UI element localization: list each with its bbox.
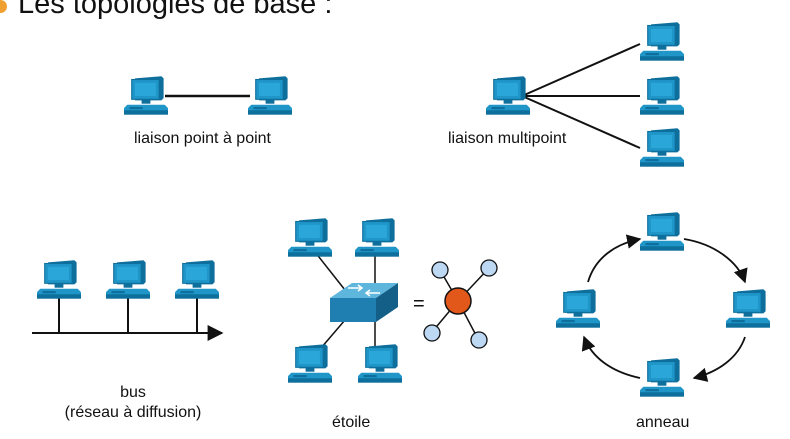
star-leaf-node [480,259,498,277]
computer-icon [556,288,600,329]
computer-icon [106,259,150,300]
multipoint-diagram [486,21,684,168]
label-star: étoile [332,414,371,431]
computer-icon [358,343,402,384]
computer-icon [355,217,399,258]
label-ring: anneau [636,414,690,431]
bus-diagram [32,259,224,341]
point-to-point-diagram [124,75,292,116]
link-line [521,43,641,97]
computer-icon [726,288,770,329]
star-hub-node [444,287,472,315]
computer-icon [124,75,168,116]
label-multipoint: liaison multipoint [448,130,567,147]
computer-icon [640,75,684,116]
label-bus: bus [120,384,146,401]
label-bus-subtitle: (réseau à diffusion) [64,404,202,421]
computer-icon [640,127,684,168]
computer-icon [248,75,292,116]
star-leaf-node [423,324,441,342]
computer-icon [288,217,332,258]
computer-icon [486,75,530,116]
label-point-to-point: liaison point à point [134,130,271,147]
ring-diagram [556,211,770,398]
computer-icon [37,259,81,300]
computer-icon [640,21,684,62]
slide-title: Les topologies de base : [18,0,333,20]
computer-icon [640,357,684,398]
switch-icon [330,283,398,322]
computer-icon [288,343,332,384]
star-leaf-node [470,331,488,349]
computer-icon [175,259,219,300]
abstract-star [423,259,498,349]
link-line [521,95,641,149]
star-diagram: = [288,217,498,384]
bullet-point [0,0,7,13]
star-leaf-node [431,261,449,279]
equals-sign: = [413,293,425,315]
computer-icon [640,211,684,252]
